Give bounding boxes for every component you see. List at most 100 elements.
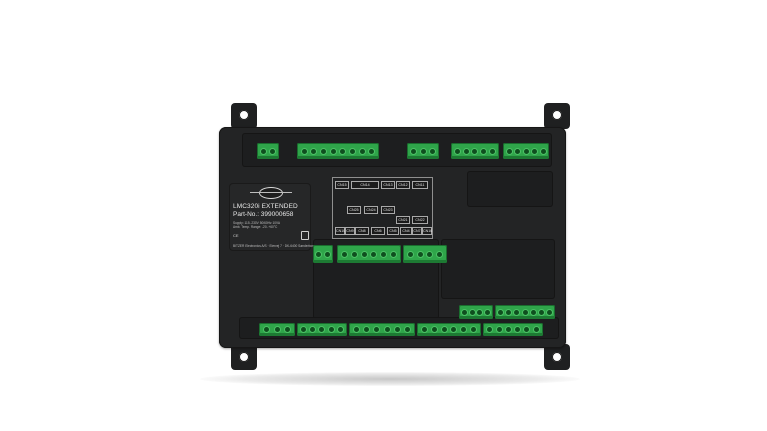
terminal-screw (431, 327, 437, 332)
terminal-block-bottom-5 (483, 323, 543, 336)
terminal-screw (319, 327, 325, 332)
terminal-screw (284, 327, 290, 332)
terminal-screw (427, 251, 433, 257)
temperature-spec: Amb. Temp. Range: -20..+60°C (233, 225, 278, 229)
terminal-screw (381, 251, 387, 257)
terminal-screw (429, 148, 435, 154)
terminal-screw (451, 327, 457, 332)
terminal-screw (340, 148, 346, 154)
weee-bin-icon (301, 231, 309, 240)
terminal-screw (524, 327, 530, 332)
terminal-screw (337, 327, 343, 332)
mounting-hole (552, 352, 562, 362)
connector-diagram: CN15 CN14 CN13 CN12 CN11 CN25 CN24 CN23 … (332, 177, 433, 239)
mounting-tab-bottom-right (544, 344, 570, 370)
terminal-screw (515, 327, 521, 332)
terminal-screw (417, 251, 423, 257)
connector-label: CN8 (355, 227, 369, 235)
terminal-screw (420, 148, 426, 154)
terminal-screw (264, 327, 270, 332)
terminal-screw (481, 148, 487, 154)
terminal-screw (349, 148, 355, 154)
drop-shadow (200, 372, 580, 386)
terminal-screw (316, 251, 322, 257)
terminal-screw (310, 327, 316, 332)
terminal-screw (341, 251, 347, 257)
mounting-hole (239, 110, 249, 120)
connector-label: CN13 (381, 181, 395, 189)
terminal-screw (490, 148, 496, 154)
terminal-screw (411, 148, 417, 154)
terminal-block-right-2 (495, 305, 555, 319)
connector-label: CN16 (422, 227, 433, 235)
terminal-screw (461, 327, 467, 332)
terminal-screw (374, 327, 380, 332)
terminal-screw (311, 148, 317, 154)
terminal-screw (472, 148, 478, 154)
terminal-block-top-3 (407, 143, 439, 159)
terminal-screw (384, 327, 390, 332)
terminal-screw (330, 148, 336, 154)
terminal-screw (320, 148, 326, 154)
terminal-screw (324, 251, 330, 257)
terminal-screw (454, 148, 460, 154)
terminal-screw (351, 251, 357, 257)
connector-label: CN12 (396, 181, 410, 189)
model-name: LMC320i EXTENDED (233, 203, 298, 210)
terminal-screw (361, 251, 367, 257)
mounting-tab-top-right (544, 103, 570, 129)
terminal-screw (485, 309, 491, 315)
right-upper-recess (467, 171, 553, 207)
terminal-screw (522, 309, 528, 315)
terminal-screw (530, 309, 536, 315)
connector-label: CN6 (371, 227, 385, 235)
controller-housing: LMC320i EXTENDED Part-No.: 399000658 Sup… (219, 127, 566, 348)
terminal-screw (498, 309, 504, 315)
terminal-screw (463, 148, 469, 154)
terminal-screw (514, 309, 520, 315)
terminal-screw (394, 327, 400, 332)
connector-label: CN14 (351, 181, 379, 189)
brand-logo (250, 187, 292, 199)
mounting-hole (239, 352, 249, 362)
mounting-tab-top-left (231, 103, 257, 129)
terminal-block-bottom-3 (349, 323, 415, 336)
terminal-screw (487, 327, 493, 332)
connector-label: CN23 (381, 206, 395, 214)
terminal-block-bottom-4 (417, 323, 481, 336)
terminal-screw (506, 309, 512, 315)
connector-label: CN24 (364, 206, 378, 214)
terminal-block-mid-1 (313, 245, 333, 263)
terminal-screw (354, 327, 360, 332)
terminal-screw (461, 309, 467, 315)
terminal-screw (364, 327, 370, 332)
right-lower-recess (441, 239, 555, 299)
terminal-block-bottom-1 (259, 323, 295, 336)
terminal-screw (274, 327, 280, 332)
terminal-screw (533, 327, 539, 332)
terminal-block-right-1 (459, 305, 493, 319)
ce-mark: CE (233, 233, 239, 238)
terminal-block-top-2 (297, 143, 379, 159)
terminal-screw (301, 148, 307, 154)
terminal-screw (477, 309, 483, 315)
connector-label: CN11 (412, 181, 428, 189)
terminal-screw (546, 309, 552, 315)
part-number: Part-No.: 399000658 (233, 211, 294, 218)
manufacturer-address: BITZER Electronics A/S · Eiervej 7 · DK-… (233, 244, 316, 248)
terminal-screw (301, 327, 307, 332)
top-terminal-recess (242, 133, 552, 167)
terminal-screw (505, 327, 511, 332)
terminal-block-mid-3 (403, 245, 447, 263)
terminal-block-bottom-2 (297, 323, 347, 336)
terminal-screw (421, 327, 427, 332)
terminal-screw (523, 148, 529, 154)
connector-label: CN21 (396, 216, 410, 224)
connector-label: CN4 (400, 227, 412, 235)
terminal-screw (532, 148, 537, 154)
supply-spec: Supply: 115..230V 50/60Hz 10VA (233, 221, 281, 225)
terminal-block-top-5 (503, 143, 549, 159)
terminal-block-mid-2 (337, 245, 401, 263)
terminal-screw (469, 309, 475, 315)
